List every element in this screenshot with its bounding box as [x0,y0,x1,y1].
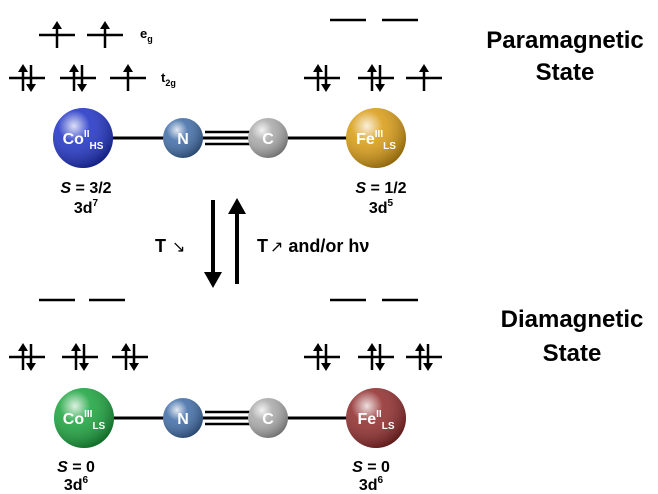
transition-arrows: T↘ T↗ and/or hν [155,198,369,288]
fe-atom: FeIIILS [346,108,406,168]
fe-spin-state: S = 1/2 [355,180,406,197]
paramagnetic-state: Paramagnetic State eg t2g CoIIHS [9,18,644,217]
svg-text:N: N [177,131,189,148]
svg-text:FeIILS: FeIILS [357,409,394,432]
orbital-up [39,21,75,48]
orbital-pair [9,64,45,92]
orbital-pair [358,64,394,92]
orbital-pair [358,343,394,371]
heating-label: T↗ and/or hν [257,236,369,256]
orbital-pair [304,64,340,92]
fe-t2g-orbitals [304,343,442,371]
orbital-pair [62,343,98,371]
orbital-up [87,21,123,48]
cyanide-bridge [83,410,376,426]
cyanide-bridge [82,130,356,146]
orbital-up [406,64,442,91]
svg-text:CoIIHS: CoIIHS [63,129,104,152]
orbital-pair [112,343,148,371]
orbital-pair [9,343,45,371]
cooling-label: T↘ [155,236,185,256]
orbital-up [110,64,146,91]
c-atom: C [248,398,288,438]
diamagnetic-state: Diamagnetic State CoIIILS N C [9,298,644,494]
co-t2g-orbitals [9,64,146,92]
svg-text:CoIIILS: CoIIILS [63,409,106,432]
co-eg-orbitals [39,21,123,48]
fe-spin-state: S = 0 [352,459,390,476]
fe-atom: FeIILS [346,388,406,448]
co-atom: CoIIILS [54,388,114,448]
fe-electron-config: 3d6 [359,475,384,494]
state-label-line1: Diamagnetic [501,306,644,333]
svg-text:N: N [177,411,189,428]
state-label-line2: State [543,340,602,367]
c-atom: C [248,118,288,158]
n-atom: N [163,398,203,438]
state-label-line2: State [536,59,595,86]
eg-label: eg [140,26,153,44]
orbital-pair [60,64,96,92]
state-label-line1: Paramagnetic [486,27,643,54]
co-electron-config: 3d6 [64,475,89,494]
fe-electron-config: 3d5 [369,198,394,217]
co-t2g-orbitals [9,343,148,371]
svg-text:C: C [262,411,274,428]
svg-text:FeIIILS: FeIIILS [356,129,396,152]
co-electron-config: 3d7 [74,198,99,217]
orbital-pair [304,343,340,371]
n-atom: N [163,118,203,158]
co-spin-state: S = 3/2 [60,180,111,197]
t2g-label: t2g [161,70,176,88]
co-atom: CoIIHS [53,108,113,168]
co-spin-state: S = 0 [57,459,95,476]
fe-t2g-orbitals [304,64,442,92]
svg-text:C: C [262,131,274,148]
orbital-pair [406,343,442,371]
